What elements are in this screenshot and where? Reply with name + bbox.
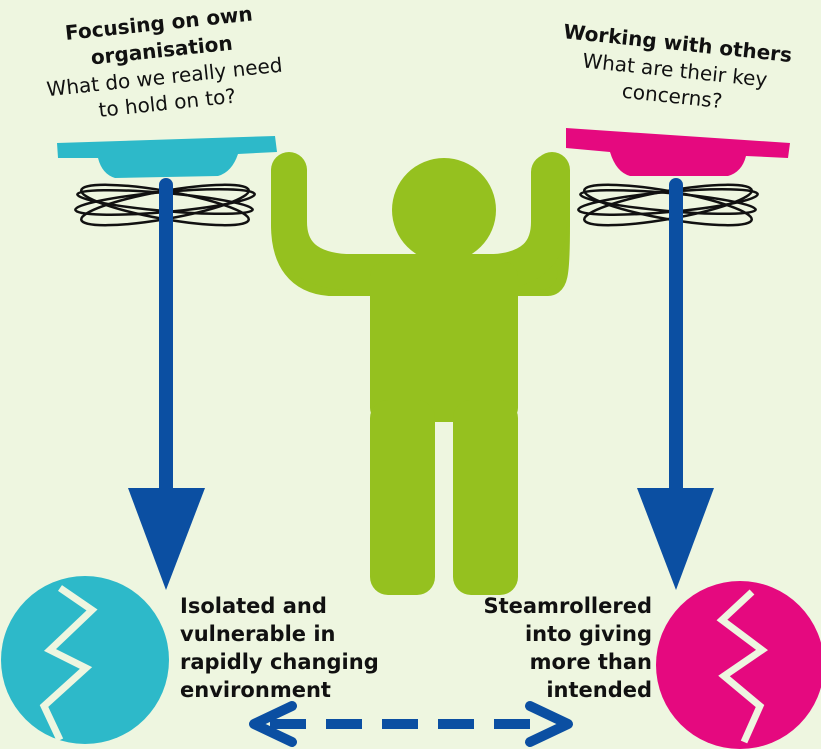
person-leg-left bbox=[370, 400, 435, 595]
right-outcome-line: intended bbox=[546, 678, 652, 702]
left-outcome-line: environment bbox=[180, 678, 331, 702]
right-outcome-line: more than bbox=[529, 650, 652, 674]
bottom-double-arrow bbox=[249, 701, 573, 747]
left-outcome-line: rapidly changing bbox=[180, 650, 379, 674]
right-spin-lines bbox=[577, 183, 759, 227]
right-arrow bbox=[637, 178, 714, 590]
person-arm-right bbox=[477, 154, 567, 290]
right-outcome-text: Steamrollered into giving more than inte… bbox=[440, 592, 652, 704]
person-head bbox=[392, 158, 496, 262]
right-broken-plate bbox=[656, 581, 821, 749]
person-arms-outline bbox=[271, 154, 558, 290]
left-arrow bbox=[128, 178, 205, 590]
left-broken-plate bbox=[1, 576, 169, 744]
right-outcome-line: Steamrollered bbox=[483, 594, 652, 618]
left-outcome-line: vulnerable in bbox=[180, 622, 336, 646]
person-figure bbox=[271, 152, 570, 595]
left-outcome-line: Isolated and bbox=[180, 594, 327, 618]
person-leg-right bbox=[453, 400, 518, 595]
right-plate bbox=[566, 128, 790, 176]
left-plate bbox=[57, 136, 277, 178]
person-torso bbox=[370, 262, 518, 422]
right-outcome-line: into giving bbox=[524, 622, 652, 646]
left-outcome-text: Isolated and vulnerable in rapidly chang… bbox=[180, 592, 440, 704]
